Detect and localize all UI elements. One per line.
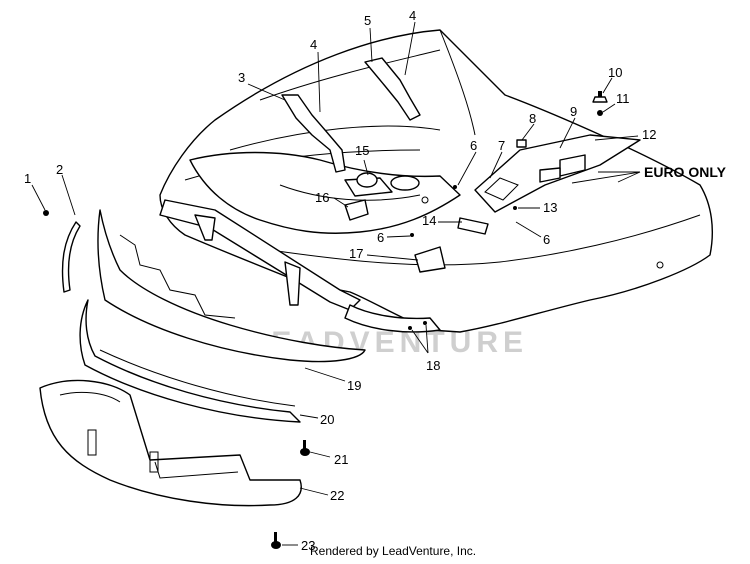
callout-8: 8	[529, 111, 536, 126]
callout-6a: 6	[470, 138, 477, 153]
callout-20: 20	[320, 412, 334, 427]
leader-lines	[31, 21, 641, 546]
callout-4b: 4	[409, 8, 416, 23]
callout-17: 17	[349, 246, 363, 261]
part-2-trim-strip	[61, 221, 81, 293]
part-8-clip	[516, 139, 527, 148]
callout-1: 1	[24, 171, 31, 186]
part-19-bumper-grille	[97, 209, 366, 363]
part-12-euro-bracket	[539, 154, 586, 183]
callout-10: 10	[608, 65, 622, 80]
callout-2: 2	[56, 162, 63, 177]
part-15-mount	[344, 172, 393, 197]
fastener-dots	[408, 185, 517, 330]
part-14-bracket	[457, 217, 489, 235]
callout-14: 14	[422, 213, 436, 228]
part-10-screw	[592, 91, 608, 103]
callout-6b: 6	[377, 230, 384, 245]
callout-23: 23	[301, 538, 315, 553]
part-4-bracket-left	[281, 94, 346, 173]
part-22-lower-bumper	[39, 379, 302, 507]
callout-13: 13	[543, 200, 557, 215]
callout-7: 7	[498, 138, 505, 153]
callout-19: 19	[347, 378, 361, 393]
callout-4a: 4	[310, 37, 317, 52]
front-frame	[159, 199, 441, 333]
render-credit: Rendered by LeadVenture, Inc.	[310, 544, 477, 558]
screw-hole	[421, 196, 429, 204]
callout-16: 16	[315, 190, 329, 205]
euro-only-label: EURO ONLY	[644, 164, 727, 180]
callout-12: 12	[642, 127, 656, 142]
callout-9: 9	[570, 104, 577, 119]
part-4-bracket-right	[364, 57, 421, 121]
callout-5: 5	[364, 13, 371, 28]
part-1-fastener	[43, 210, 49, 216]
part-21-screw	[300, 440, 310, 456]
callout-22: 22	[330, 488, 344, 503]
inner-console	[189, 151, 461, 234]
callout-11: 11	[616, 91, 630, 106]
part-11-washer	[597, 110, 603, 116]
part-17-bracket	[414, 246, 446, 273]
hood-opening	[390, 175, 420, 191]
part-23-screw	[271, 532, 281, 549]
callout-18: 18	[426, 358, 440, 373]
callout-6c: 6	[543, 232, 550, 247]
callout-21: 21	[334, 452, 348, 467]
callout-labels: 1 2 3 4 4 5 6 6 6 7 8 9 10 11 12 13 14 1…	[24, 8, 727, 553]
callout-15: 15	[355, 143, 369, 158]
part-20-bumper-strip	[79, 299, 301, 423]
callout-3: 3	[238, 70, 245, 85]
part-16-block	[344, 199, 369, 221]
